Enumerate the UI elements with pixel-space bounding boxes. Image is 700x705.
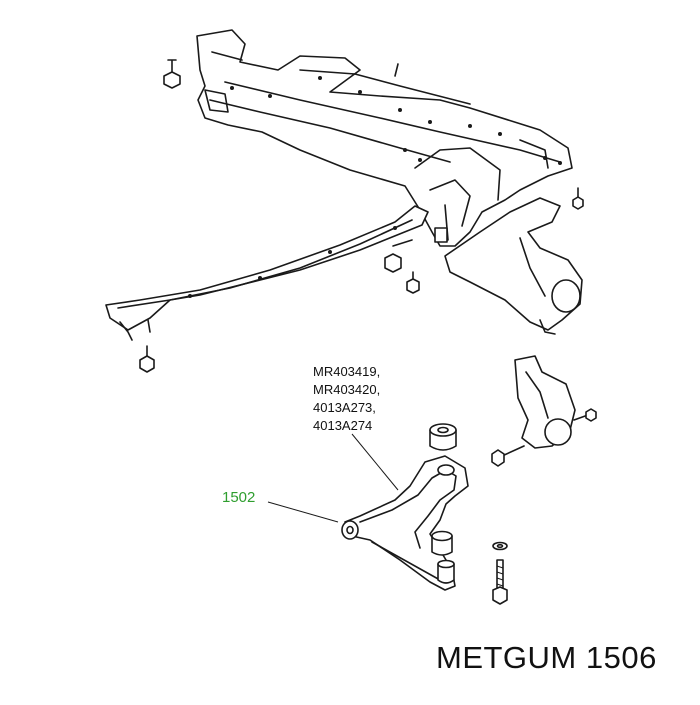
part-number-4: 4013A274 [313, 418, 373, 433]
bushing-rear [429, 423, 457, 451]
part-number-2: MR403420, [313, 382, 381, 397]
callout-leader [267, 501, 339, 523]
part-number-1: MR403419, [313, 364, 381, 379]
steering-knuckle-upper [444, 197, 583, 335]
arm-bolt [492, 559, 508, 605]
part-number-leader [351, 433, 399, 491]
steering-knuckle-lower [514, 355, 576, 449]
footer-part-label: METGUM 1506 [436, 640, 657, 675]
callout-label: 1502 [222, 489, 256, 506]
reinforcement-bar [105, 205, 429, 341]
part-number-3: 4013A273, [313, 400, 376, 415]
lower-control-arm [341, 455, 469, 591]
bar-bolt-left [139, 345, 155, 373]
subframe-nut-left [163, 59, 181, 89]
arm-bolt-washer [492, 541, 508, 551]
knuckle-bolt-right [573, 408, 597, 422]
bushing-front [431, 530, 453, 556]
ball-joint [437, 559, 455, 584]
bar-bolt-middle [384, 239, 420, 294]
front-subframe [196, 29, 573, 247]
subframe-bolt-right [572, 187, 584, 210]
knuckle-bolt-left [491, 445, 525, 467]
